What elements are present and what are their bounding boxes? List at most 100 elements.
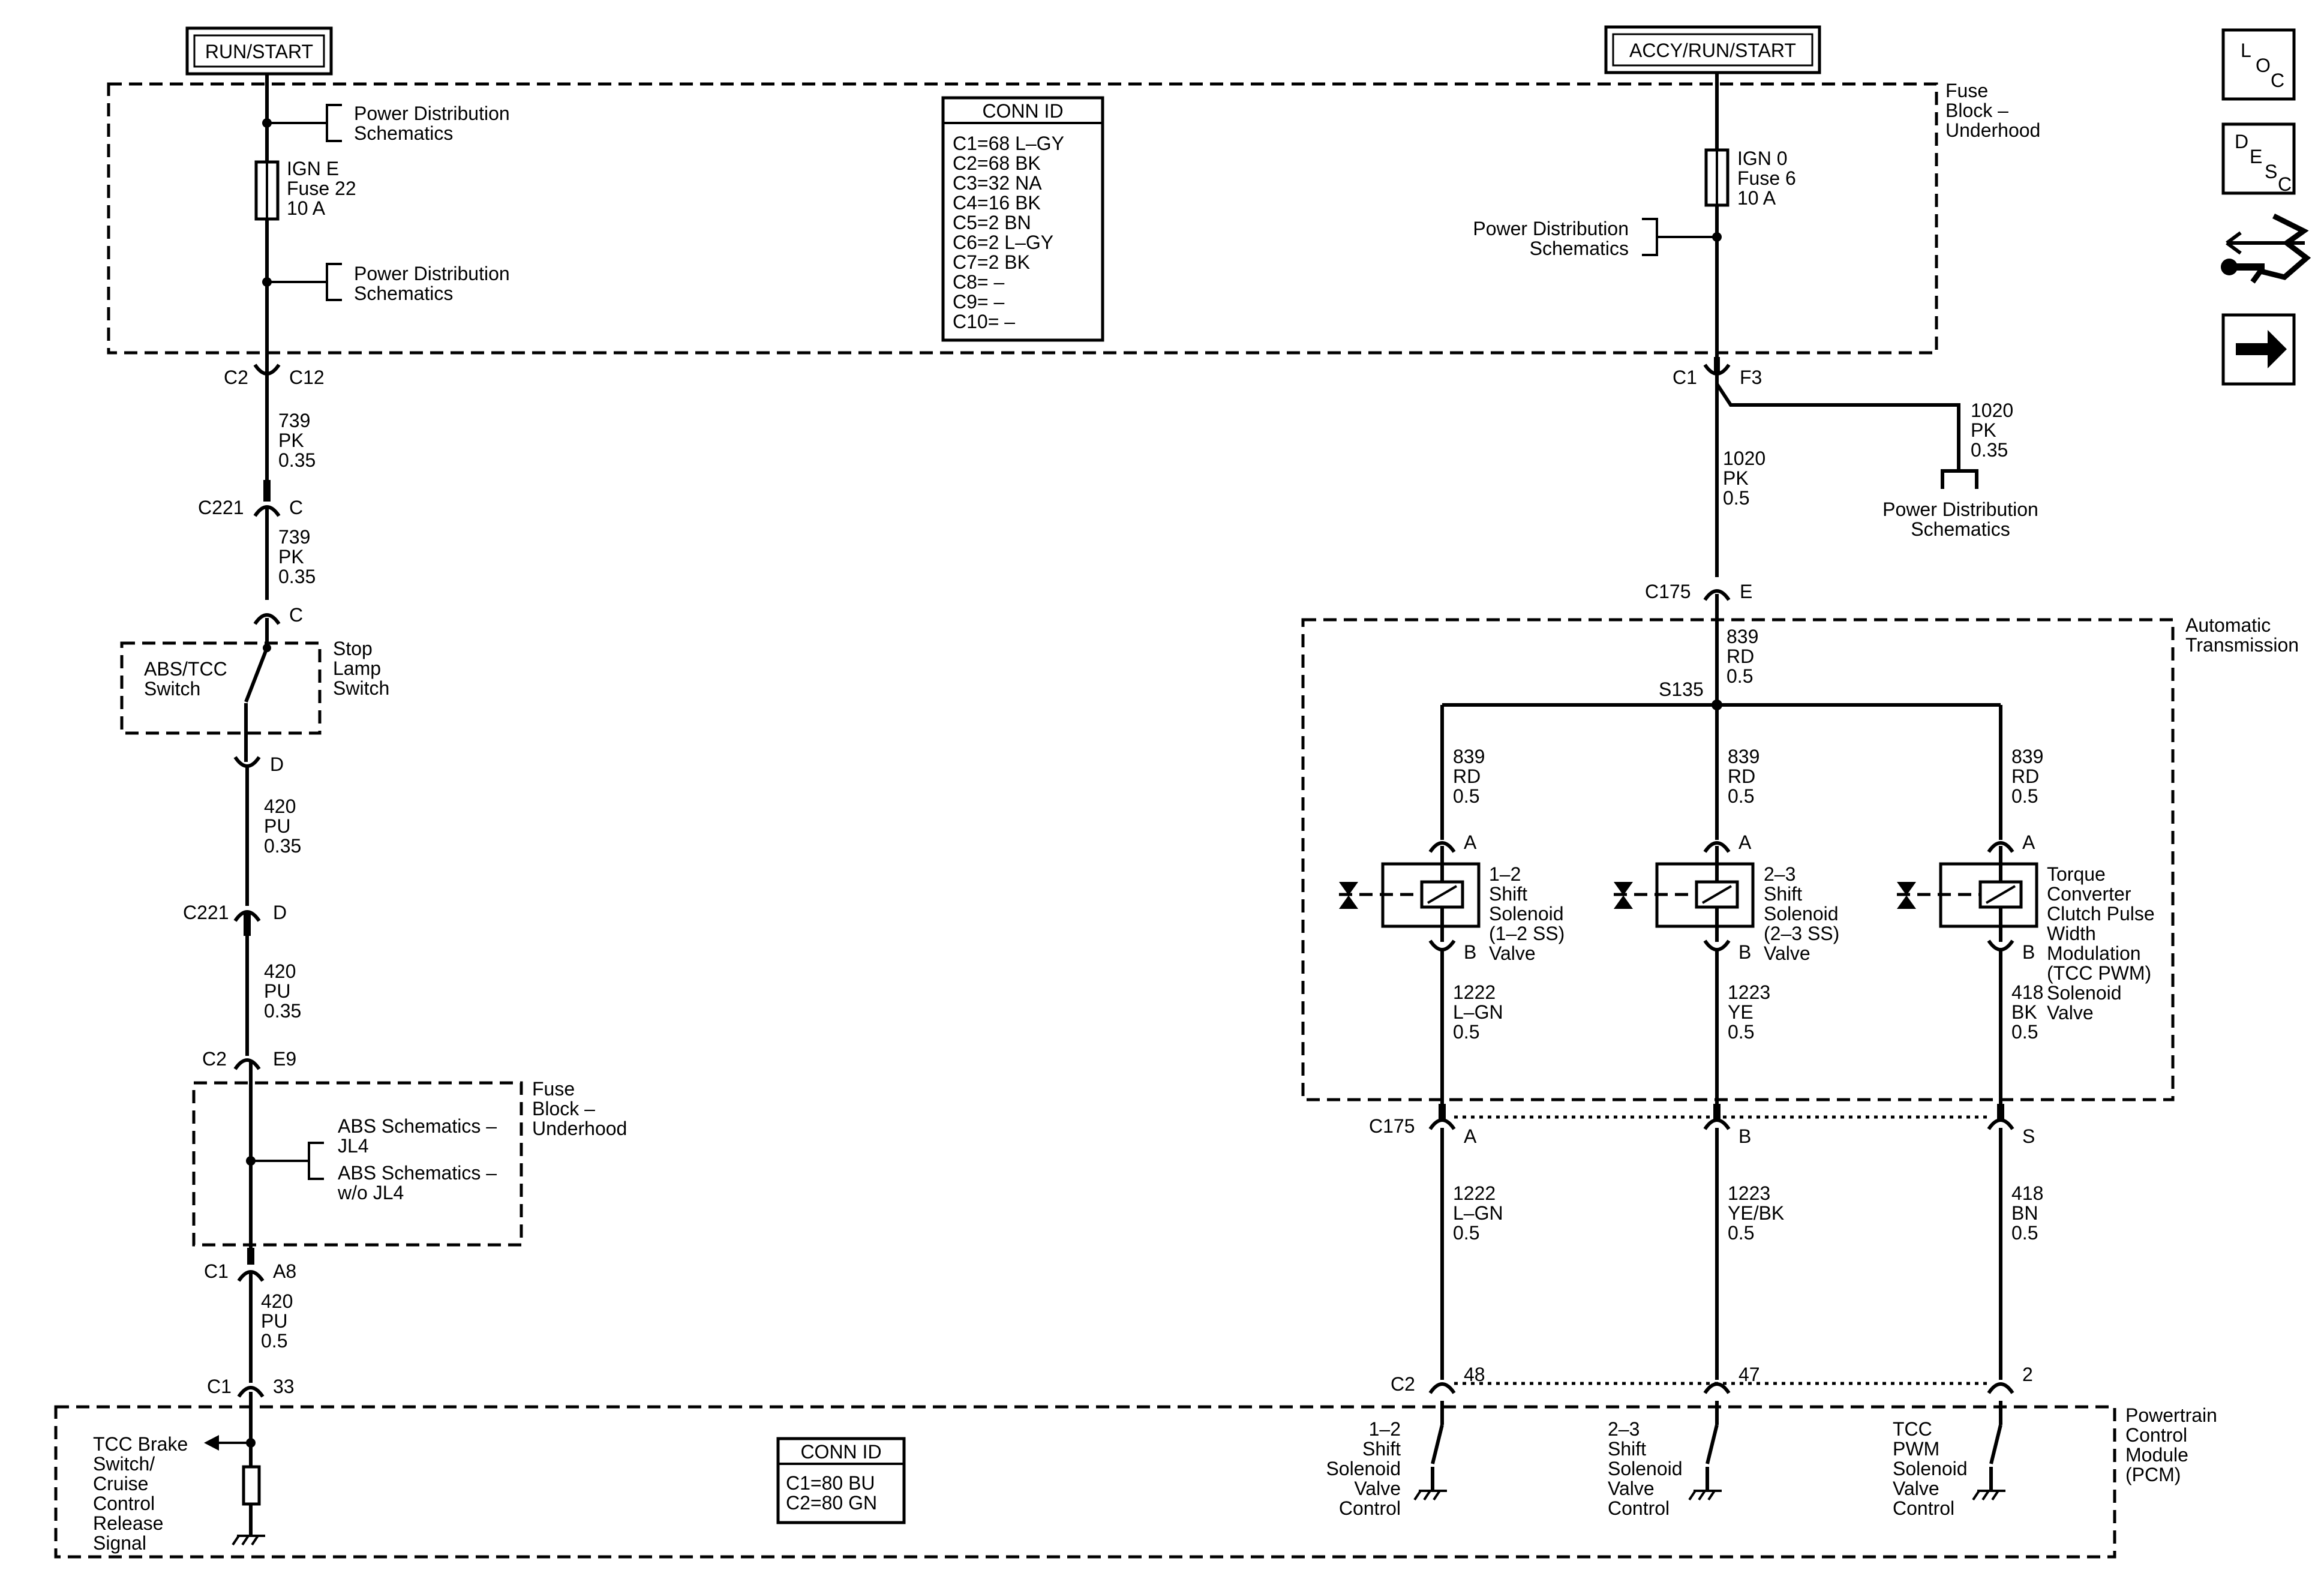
- wire-1020-1: 1020: [1723, 448, 1765, 469]
- pd2-label-2: Schematics: [354, 283, 453, 304]
- c175-label: C175: [1645, 581, 1691, 602]
- fuse-block-top-label-2: Block –: [1945, 100, 2008, 121]
- c12-label: C12: [289, 367, 325, 388]
- desc-icon-c: C: [2278, 173, 2292, 195]
- sol2-pcm-2: YE/BK: [1728, 1202, 1784, 1224]
- sol3-pin-b: B: [2022, 941, 2035, 963]
- power-source-accy-run-start: ACCY/RUN/START: [1604, 25, 1821, 74]
- wire-420c-2: PU: [261, 1310, 287, 1332]
- sol3-name-7: Solenoid: [2047, 982, 2122, 1004]
- abs2-label-2: w/o JL4: [337, 1182, 404, 1203]
- sol3-name-5: Modulation: [2047, 942, 2141, 964]
- sol1-pcm-label-4: Valve: [1354, 1478, 1401, 1499]
- c221a-label: C221: [198, 497, 244, 518]
- sol1-name-5: Valve: [1489, 942, 1536, 964]
- connector-c221-c: [253, 505, 281, 517]
- c1-label: C1: [204, 1260, 229, 1282]
- conn-id-top-line: C5=2 BN: [953, 212, 1031, 233]
- sol1-feed-2: RD: [1453, 766, 1481, 787]
- pcm-label-3: Module: [2125, 1444, 2188, 1466]
- sol2-name-5: Valve: [1764, 942, 1810, 964]
- sol3-pcm-1: 418: [2011, 1182, 2043, 1204]
- sol1-pcm-3: 0.5: [1453, 1222, 1479, 1244]
- power-source-run-start: RUN/START: [185, 26, 333, 76]
- switch-contact: [244, 647, 269, 703]
- pcm-label-2: Control: [2125, 1424, 2187, 1446]
- desc-icon[interactable]: D E S C: [2221, 122, 2296, 195]
- loc-icon-l: L: [2241, 40, 2251, 61]
- abs1-label-2: JL4: [338, 1135, 369, 1157]
- sol1-pcm-pin: 48: [1464, 1364, 1485, 1385]
- wire-420b-3: 0.35: [264, 1000, 301, 1022]
- switch-name-2: Lamp: [333, 658, 381, 679]
- sol3-pcm-label-2: PWM: [1893, 1438, 1939, 1460]
- c221a-pin: C: [289, 497, 303, 518]
- switch-box-label-1: ABS/TCC: [144, 658, 227, 680]
- wire-420b-1: 420: [264, 960, 296, 982]
- pcm-label-1: Powertrain: [2125, 1404, 2217, 1426]
- sol2-pcm-3: 0.5: [1728, 1222, 1754, 1244]
- sol3-out-1: 418: [2011, 981, 2043, 1003]
- sol3-feed-1: 839: [2011, 746, 2043, 767]
- sol1-pcm-label-1: 1–2: [1369, 1418, 1401, 1440]
- conn-id-bottom-title: CONN ID: [800, 1441, 881, 1463]
- conn-id-top-line: C9= –: [953, 291, 1004, 313]
- sol1-pcm-label-2: Shift: [1362, 1438, 1401, 1460]
- wire-739-3: 0.35: [278, 449, 316, 471]
- sol1-c175-pin: A: [1464, 1125, 1477, 1147]
- sol2-name-3: Solenoid: [1764, 903, 1839, 924]
- sol3-out-3: 0.5: [2011, 1021, 2038, 1043]
- switch-name-3: Switch: [333, 677, 389, 699]
- switch-name-1: Stop: [333, 638, 373, 659]
- wire-739b-3: 0.35: [278, 566, 316, 587]
- connector-c175-e: [1703, 589, 1731, 601]
- conn-id-bottom-line: C1=80 BU: [786, 1472, 875, 1494]
- pd3-label-1: Power Distribution: [1473, 218, 1629, 239]
- sol1-pcm-label-5: Control: [1339, 1497, 1401, 1519]
- abs2-label-1: ABS Schematics –: [338, 1162, 497, 1184]
- diagnostic-icon[interactable]: [2221, 213, 2311, 284]
- conn-id-top-line: C4=16 BK: [953, 192, 1041, 214]
- wire-1020b-2: PK: [1971, 419, 1996, 441]
- wire-420b-2: PU: [264, 980, 290, 1002]
- c221b-label: C221: [183, 902, 229, 923]
- sol2-pcm-label-1: 2–3: [1608, 1418, 1640, 1440]
- sol2-pin-a: A: [1739, 831, 1752, 853]
- pcm-label-4: (PCM): [2125, 1464, 2181, 1485]
- conn-id-top-line: C2=68 BK: [953, 152, 1041, 174]
- splice-label: S135: [1659, 679, 1704, 700]
- pd3-label-2: Schematics: [1530, 238, 1629, 259]
- loc-icon-c: C: [2271, 70, 2284, 91]
- pcm-signal-1: TCC Brake: [93, 1433, 188, 1455]
- fuse-ign-e-label-2: Fuse 22: [287, 178, 356, 199]
- c1b-label: C1: [207, 1376, 232, 1397]
- wire-839-main-3: 0.5: [1727, 665, 1753, 687]
- sol2-pcm-pin: 47: [1739, 1364, 1760, 1385]
- solenoid-tcc-pwm: 839 RD 0.5 A B Torque Converter Clutch P…: [1893, 705, 2155, 1519]
- wire-739-1: 739: [278, 410, 310, 431]
- f3-label: F3: [1740, 367, 1762, 388]
- loc-icon[interactable]: L O C: [2221, 28, 2296, 101]
- right-c2-label: C2: [1391, 1373, 1415, 1395]
- sol1-name-2: Shift: [1489, 883, 1527, 905]
- e9-label: E9: [273, 1048, 296, 1070]
- loc-icon-o: O: [2256, 55, 2271, 76]
- c2-label: C2: [224, 367, 248, 388]
- connector-c221-d: [233, 910, 261, 922]
- power-source-right-label: ACCY/RUN/START: [1629, 40, 1796, 61]
- pd1-label-2: Schematics: [354, 122, 453, 144]
- auto-trans-label-2: Transmission: [2185, 634, 2299, 656]
- sol3-feed-2: RD: [2011, 766, 2039, 787]
- sol1-feed-3: 0.5: [1453, 785, 1479, 807]
- pd1-label-1: Power Distribution: [354, 103, 510, 124]
- connector-c1-a8: [237, 1270, 265, 1282]
- connector-c1-33: [237, 1386, 265, 1398]
- signal-arrow-icon: [204, 1435, 219, 1451]
- wire-839-main-1: 839: [1727, 626, 1758, 647]
- next-arrow-icon[interactable]: [2221, 313, 2296, 386]
- wire-839-main-2: RD: [1727, 646, 1754, 667]
- wire-1020-3: 0.5: [1723, 487, 1749, 509]
- pcm-signal-4: Control: [93, 1493, 155, 1514]
- sol3-pcm-2: BN: [2011, 1202, 2038, 1224]
